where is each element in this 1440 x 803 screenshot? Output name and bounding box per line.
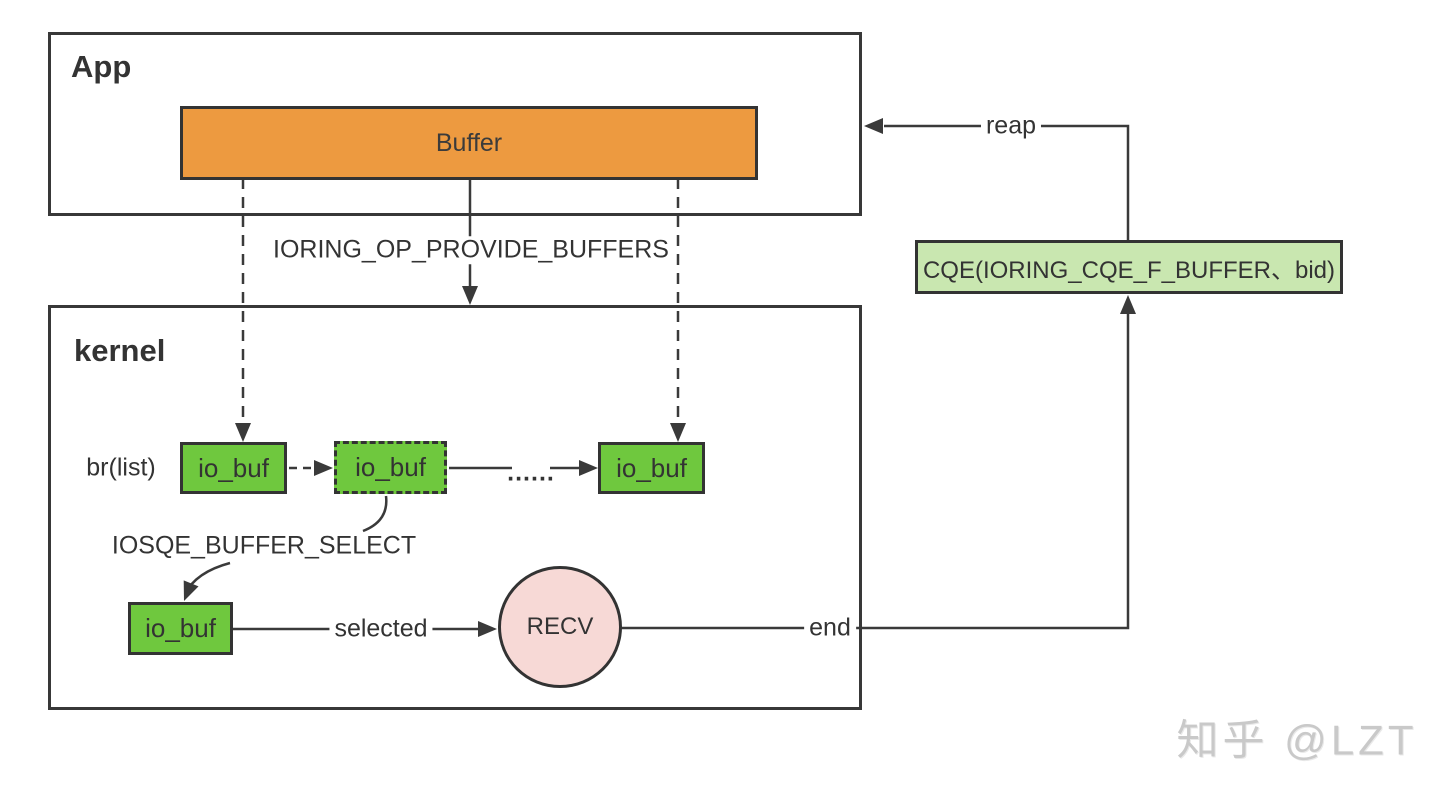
io-buf-box-2-dashed: io_buf [334,441,447,494]
arrowhead-left-reap [864,118,883,134]
ellipsis-label: ...... [507,458,555,487]
app-label: App [71,49,132,84]
buffer-label: Buffer [435,128,503,157]
selected-label: selected [329,615,433,643]
kernel-label: kernel [74,333,166,368]
io-buf-label-3: io_buf [616,452,687,483]
io-buf-label-4: io_buf [145,613,216,643]
reap-line [884,124,1130,240]
cqe-box: CQE(IORING_CQE_F_BUFFER、bid) [915,240,1343,294]
provide-buffers-label: IORING_OP_PROVIDE_BUFFERS [268,236,674,264]
watermark: 知乎 @LZT [1176,716,1418,764]
io-buf-box-1: io_buf [180,442,287,494]
arrowhead-up-cqe [1120,295,1136,314]
arrowhead-down-provide-buffers [462,286,478,305]
end-label: end [804,614,856,642]
reap-label: reap [980,112,1042,140]
cqe-label: CQE(IORING_CQE_F_BUFFER、bid) [922,256,1336,284]
buffer-box: Buffer [180,106,758,180]
io-buf-box-4-selected: io_buf [128,602,233,655]
br-list-label: br(list) [86,453,156,482]
io-buf-box-3: io_buf [598,442,705,494]
iosqe-buffer-select-label: IOSQE_BUFFER_SELECT [111,531,417,560]
app-box [48,32,862,216]
io-buf-label-1: io_buf [198,452,269,483]
io-buf-label-2: io_buf [355,452,426,482]
recv-label: RECV [526,613,594,640]
recv-circle: RECV [498,566,622,688]
